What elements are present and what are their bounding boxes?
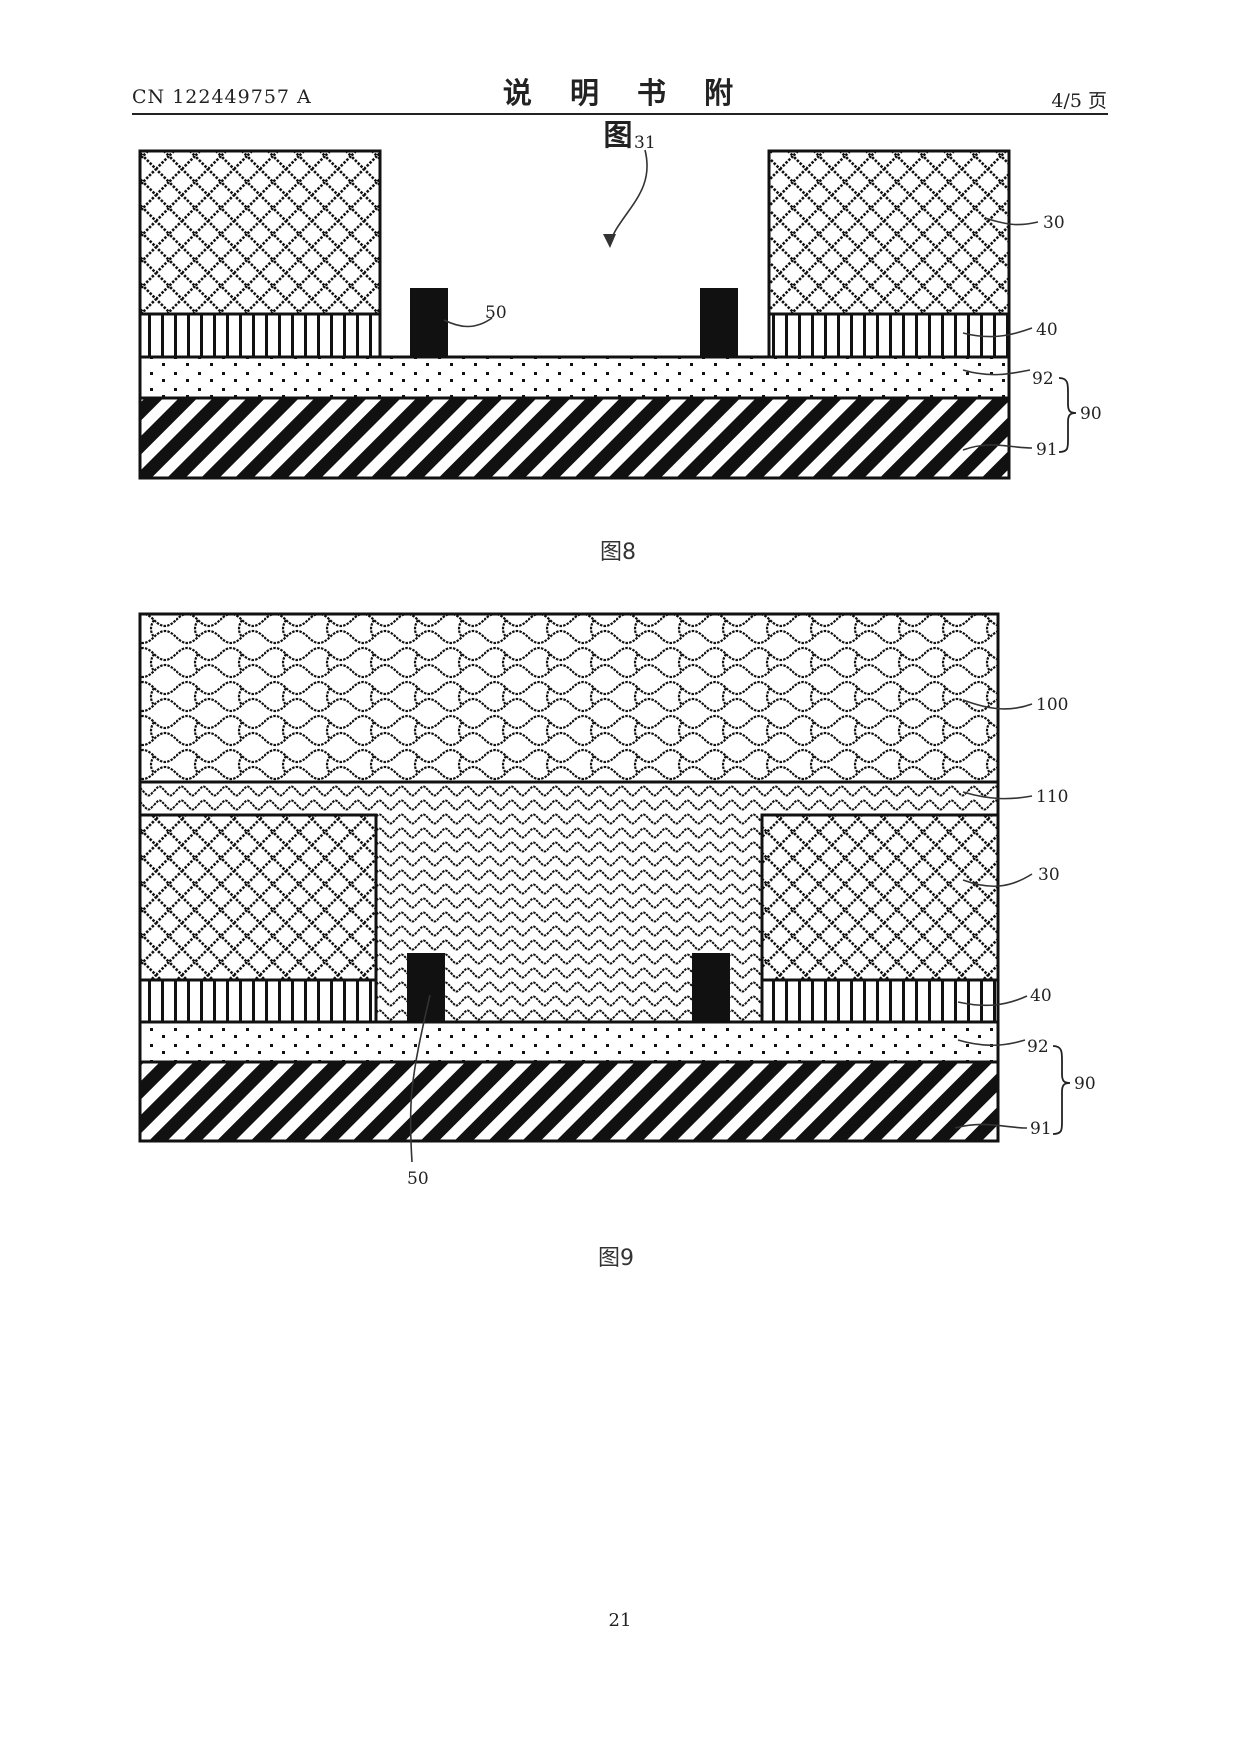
fig9-layer-40-left	[138, 978, 378, 1024]
fig9-label-92: 92	[1027, 1037, 1049, 1057]
header-rule	[132, 113, 1108, 115]
fig9-leader-91	[954, 1123, 1028, 1129]
fig8-layer-40-left	[138, 312, 382, 359]
fig8-label-50: 50	[485, 303, 507, 323]
fig8-label-90: 90	[1080, 404, 1102, 424]
fig8-leader-40	[962, 327, 1033, 338]
fig9-brace-90	[1052, 1045, 1071, 1135]
figure-9-diagram: 100 110 30 40 92 91 90 50	[138, 612, 1096, 1189]
fig8-label-30: 30	[1043, 213, 1065, 233]
fig9-label-110: 110	[1036, 787, 1068, 807]
fig9-layer-30-right	[760, 813, 1000, 982]
fig8-label-92: 92	[1032, 369, 1054, 389]
fig8-brace-90	[1058, 377, 1077, 453]
fig8-leader-50	[443, 317, 493, 328]
fig8-leader-30	[984, 217, 1039, 226]
fig8-label-31: 31	[634, 133, 656, 153]
fig9-layer-100	[138, 612, 1000, 784]
fig9-layer-40-right	[760, 978, 1000, 1024]
fig9-layer-92	[138, 1020, 1000, 1064]
patent-number: CN 122449757 A	[132, 86, 312, 108]
fig8-layer-91	[138, 396, 1011, 480]
fig9-leader-50	[409, 994, 431, 1163]
fig8-caption: 图8	[600, 540, 636, 565]
page-indicator: 4/5 页	[1051, 90, 1107, 112]
fig8-layer-92	[138, 355, 1011, 400]
fig9-caption: 图9	[598, 1246, 634, 1271]
fig9-layer-30-left	[138, 813, 378, 982]
fig9-leader-30	[962, 873, 1033, 888]
fig9-leader-92	[957, 1039, 1026, 1047]
fig9-leader-40	[957, 995, 1028, 1007]
figure-8-diagram: 31 30 50 40 92 91 90	[138, 133, 1102, 480]
fig8-electrode-50-left	[410, 288, 448, 357]
fig9-label-91: 91	[1030, 1119, 1052, 1139]
fig9-label-40: 40	[1030, 986, 1052, 1006]
fig9-leader-110	[962, 791, 1033, 800]
fig9-layer-91	[138, 1060, 1000, 1143]
fig8-leader-31	[609, 149, 648, 246]
fig9-frame	[138, 612, 1000, 1143]
section-title: 说 明 书 附 图	[502, 76, 748, 152]
fig8-label-40: 40	[1036, 320, 1058, 340]
fig9-label-100: 100	[1036, 695, 1068, 715]
fig9-label-90: 90	[1074, 1074, 1096, 1094]
fig8-arrow-31	[603, 234, 616, 248]
fig8-leader-92	[962, 369, 1031, 376]
fig8-label-91: 91	[1036, 440, 1058, 460]
fig8-leader-91	[962, 444, 1033, 451]
page-number: 21	[608, 1610, 632, 1631]
fig9-label-30: 30	[1038, 865, 1060, 885]
fig9-label-50: 50	[407, 1169, 429, 1189]
fig9-electrode-50-right	[692, 953, 730, 1022]
fig8-layer-30-right	[767, 149, 1011, 316]
fig9-leader-100	[962, 699, 1033, 710]
fig8-layer-30-left	[138, 149, 382, 316]
fig8-electrode-50-right	[700, 288, 738, 357]
